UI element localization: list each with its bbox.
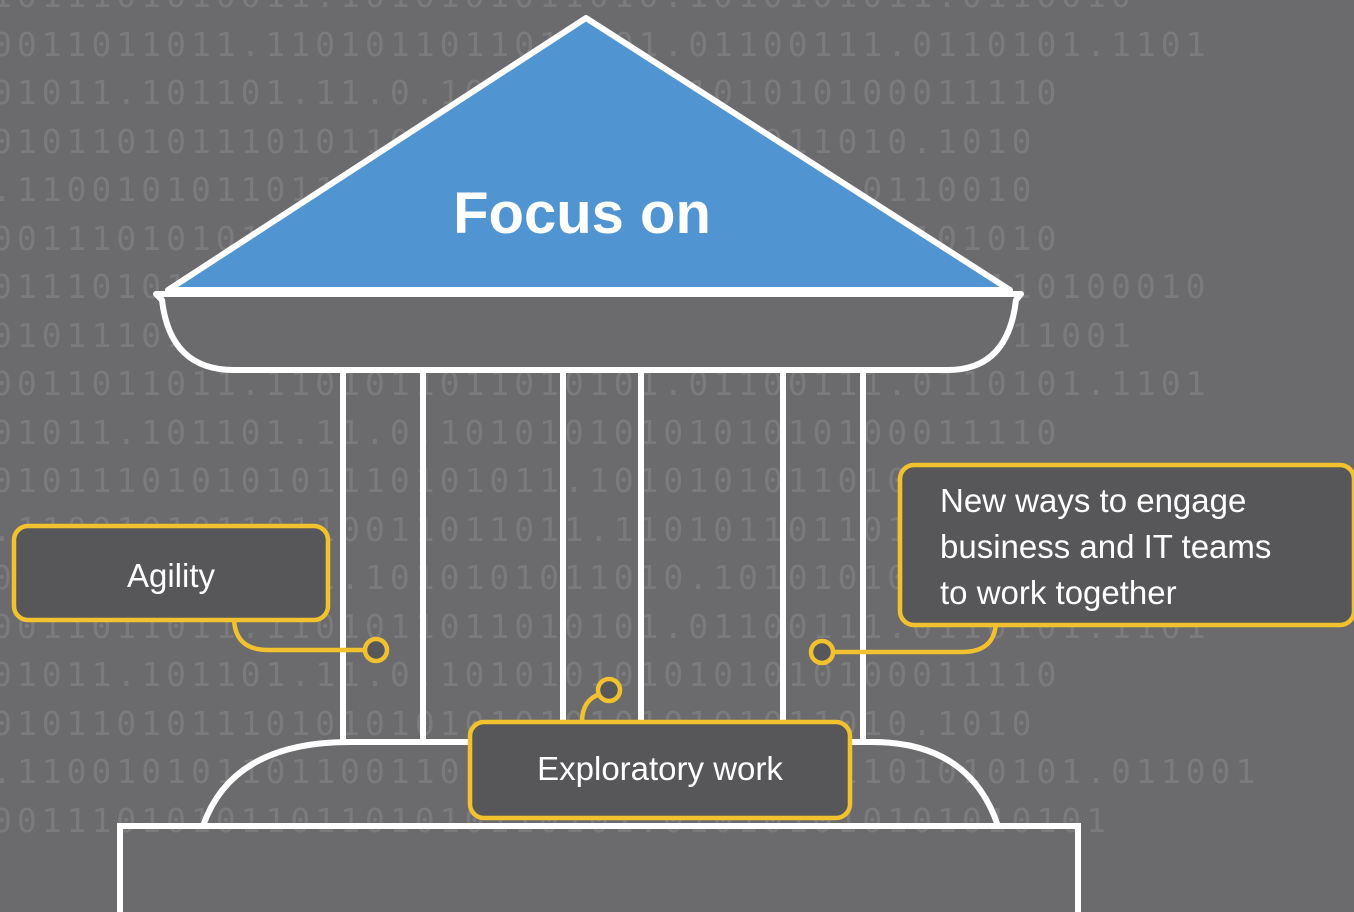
temple-column-3 (780, 367, 866, 745)
exploratory-connector-dot (595, 676, 623, 704)
teams-collaboration-label: New ways to engage business and IT teams… (940, 478, 1352, 616)
agility-callout-box (11, 523, 331, 623)
temple-base-slab (117, 823, 1081, 912)
diagram-title: Focus on (453, 181, 711, 246)
exploratory-callout-box (467, 719, 853, 821)
teams-label-line-2: business and IT teams (940, 528, 1272, 565)
teams-callout-box (897, 462, 1354, 628)
temple-column-1 (340, 367, 426, 745)
teams-connector-dot (808, 638, 836, 666)
agility-connector-line (231, 616, 364, 653)
temple-capital (153, 291, 1024, 373)
teams-label-line-3: to work together (940, 574, 1177, 611)
temple-roof (165, 15, 1013, 293)
agility-label: Agility (126, 557, 216, 594)
exploratory-work-label: Exploratory work (537, 750, 783, 787)
teams-label-line-1: New ways to engage (940, 482, 1247, 519)
exploratory-connector-line (579, 691, 601, 723)
agility-connector-dot (362, 636, 390, 664)
